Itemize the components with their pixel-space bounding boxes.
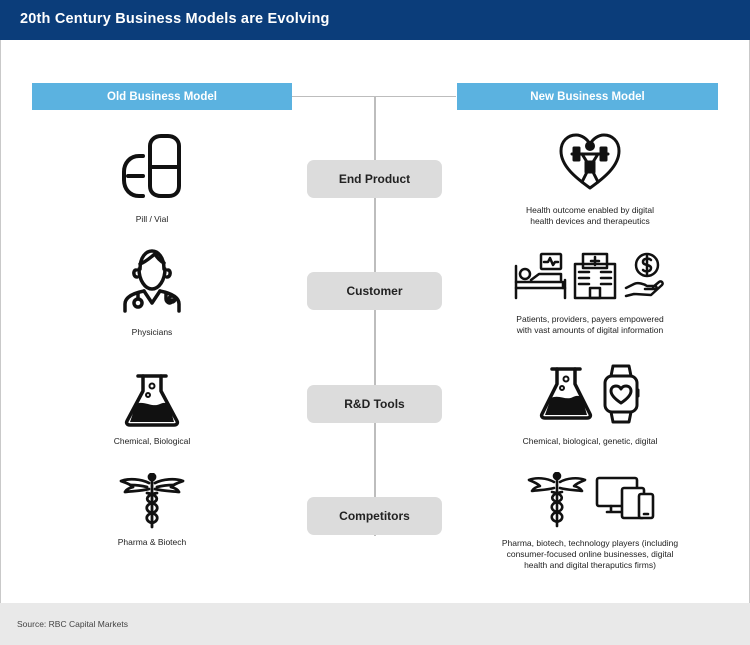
- caption-line: health devices and therapeutics: [530, 216, 650, 226]
- caption-line: Patients, providers, payers empowered: [516, 314, 664, 324]
- caption-line: Pharma, biotech, technology players (inc…: [501, 538, 679, 548]
- caduceus-devices-icon: [527, 472, 657, 528]
- caption-line: health and digital theraputics firms): [524, 560, 656, 570]
- old-customer-caption: Physicians: [131, 327, 173, 337]
- caption-line: Chemical, biological, genetic, digital: [522, 436, 658, 446]
- heart-fitness-icon: [558, 132, 622, 192]
- stage-competitors: Competitors: [307, 497, 442, 535]
- caduceus-icon: [119, 473, 185, 529]
- old-competitors-caption: Pharma & Biotech: [117, 537, 187, 547]
- stage-end-product: End Product: [307, 160, 442, 198]
- flask-smartwatch-icon: [539, 364, 643, 424]
- stage-rd-tools: R&D Tools: [307, 385, 442, 423]
- caption-line: Health outcome enabled by digital: [525, 205, 655, 215]
- connector-vertical: [374, 96, 376, 536]
- new-end-product-caption: Health outcome enabled by digital health…: [480, 205, 700, 227]
- new-competitors-caption: Pharma, biotech, technology players (inc…: [470, 538, 710, 571]
- source-note: Source: RBC Capital Markets: [17, 619, 129, 629]
- title-bar: 20th Century Business Models are Evolvin…: [0, 0, 750, 40]
- flask-icon: [124, 373, 180, 427]
- footer: Source: RBC Capital Markets: [0, 603, 750, 645]
- hospital-money-icon: [513, 252, 665, 302]
- new-model-header: New Business Model: [457, 83, 718, 110]
- pill-vial-icon: [120, 134, 184, 200]
- old-end-product-caption: Pill / Vial: [135, 214, 169, 224]
- new-rd-tools-caption: Chemical, biological, genetic, digital: [480, 436, 700, 447]
- physician-icon: [122, 247, 182, 313]
- caption-line: consumer-focused online businesses, digi…: [506, 549, 674, 559]
- old-model-header: Old Business Model: [32, 83, 292, 110]
- new-customer-caption: Patients, providers, payers empowered wi…: [470, 314, 710, 336]
- stage-customer: Customer: [307, 272, 442, 310]
- caption-line: with vast amounts of digital information: [516, 325, 664, 335]
- page-title: 20th Century Business Models are Evolvin…: [20, 11, 330, 27]
- old-rd-tools-caption: Chemical, Biological: [113, 436, 191, 446]
